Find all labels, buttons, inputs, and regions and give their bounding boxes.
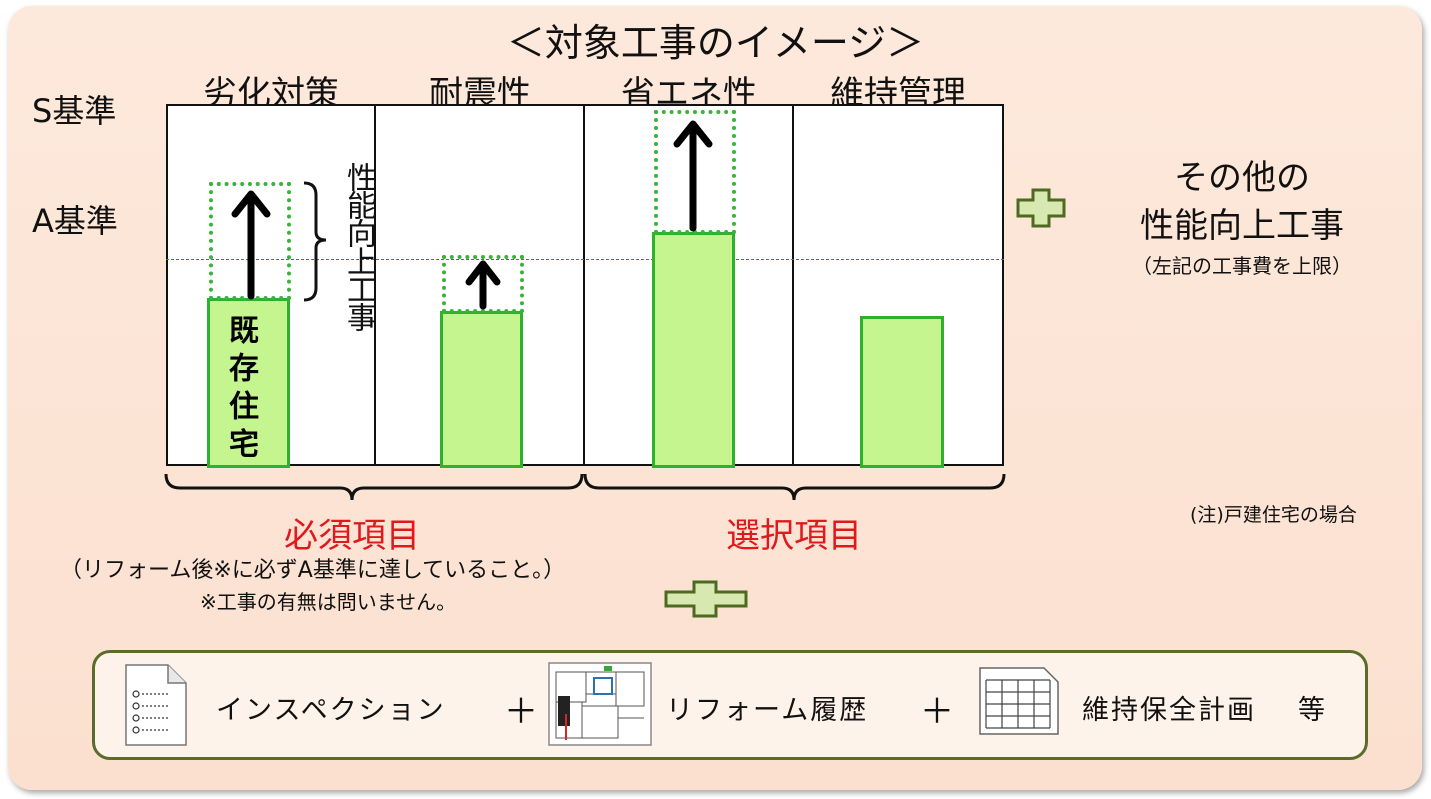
plus-icon <box>1016 188 1066 228</box>
plus-sign: ＋ <box>920 692 954 732</box>
existing-bar <box>207 298 290 468</box>
up-arrow-icon <box>465 260 501 310</box>
table-grid-icon <box>979 667 1059 735</box>
column-divider <box>792 104 794 466</box>
required-footnote: ※工事の有無は問いません。 <box>200 590 457 614</box>
existing-bar <box>860 316 944 468</box>
plus-sign: ＋ <box>504 692 538 732</box>
existing-housing-label: 既存住宅 <box>223 314 258 466</box>
a-level-line <box>166 259 1004 260</box>
checklist-document-icon <box>125 664 187 746</box>
required-items-label: 必須項目 <box>284 516 420 556</box>
floor-plan-icon <box>548 662 652 746</box>
reform-history-label: リフォーム履歴 <box>666 695 869 726</box>
improvement-box <box>654 110 736 234</box>
existing-bar <box>652 232 735 468</box>
other-works-line2: 性能向上工事 <box>1140 206 1344 246</box>
up-arrow-icon <box>231 190 271 300</box>
right-brace-icon <box>303 181 327 302</box>
up-arrow-icon <box>673 120 713 232</box>
other-works-note: （左記の工事費を上限） <box>1132 254 1352 278</box>
optional-items-label: 選択項目 <box>726 516 862 556</box>
plus-icon <box>664 580 748 618</box>
detached-house-note: (注)戸建住宅の場合 <box>1190 504 1357 526</box>
additional-requirements-box <box>92 650 1368 760</box>
column-divider <box>374 104 376 466</box>
required-bracket-icon <box>164 473 584 501</box>
etc-label: 等 <box>1298 695 1325 726</box>
s-level-label: S基準 <box>32 92 117 130</box>
maintenance-plan-label: 維持保全計画 <box>1082 695 1256 726</box>
other-works-line1: その他の <box>1174 158 1310 198</box>
optional-bracket-icon <box>583 473 1006 501</box>
performance-improvement-label: 性能向上工事 <box>341 162 376 330</box>
required-note: （リフォーム後※に必ずA基準に達していること。） <box>60 558 566 583</box>
existing-bar <box>440 311 523 468</box>
column-divider <box>583 104 585 466</box>
improvement-box <box>442 255 524 313</box>
inspection-label: インスペクション <box>216 695 446 726</box>
diagram-title: ＜対象工事のイメージ＞ <box>506 21 925 65</box>
a-level-label: A基準 <box>32 202 118 240</box>
